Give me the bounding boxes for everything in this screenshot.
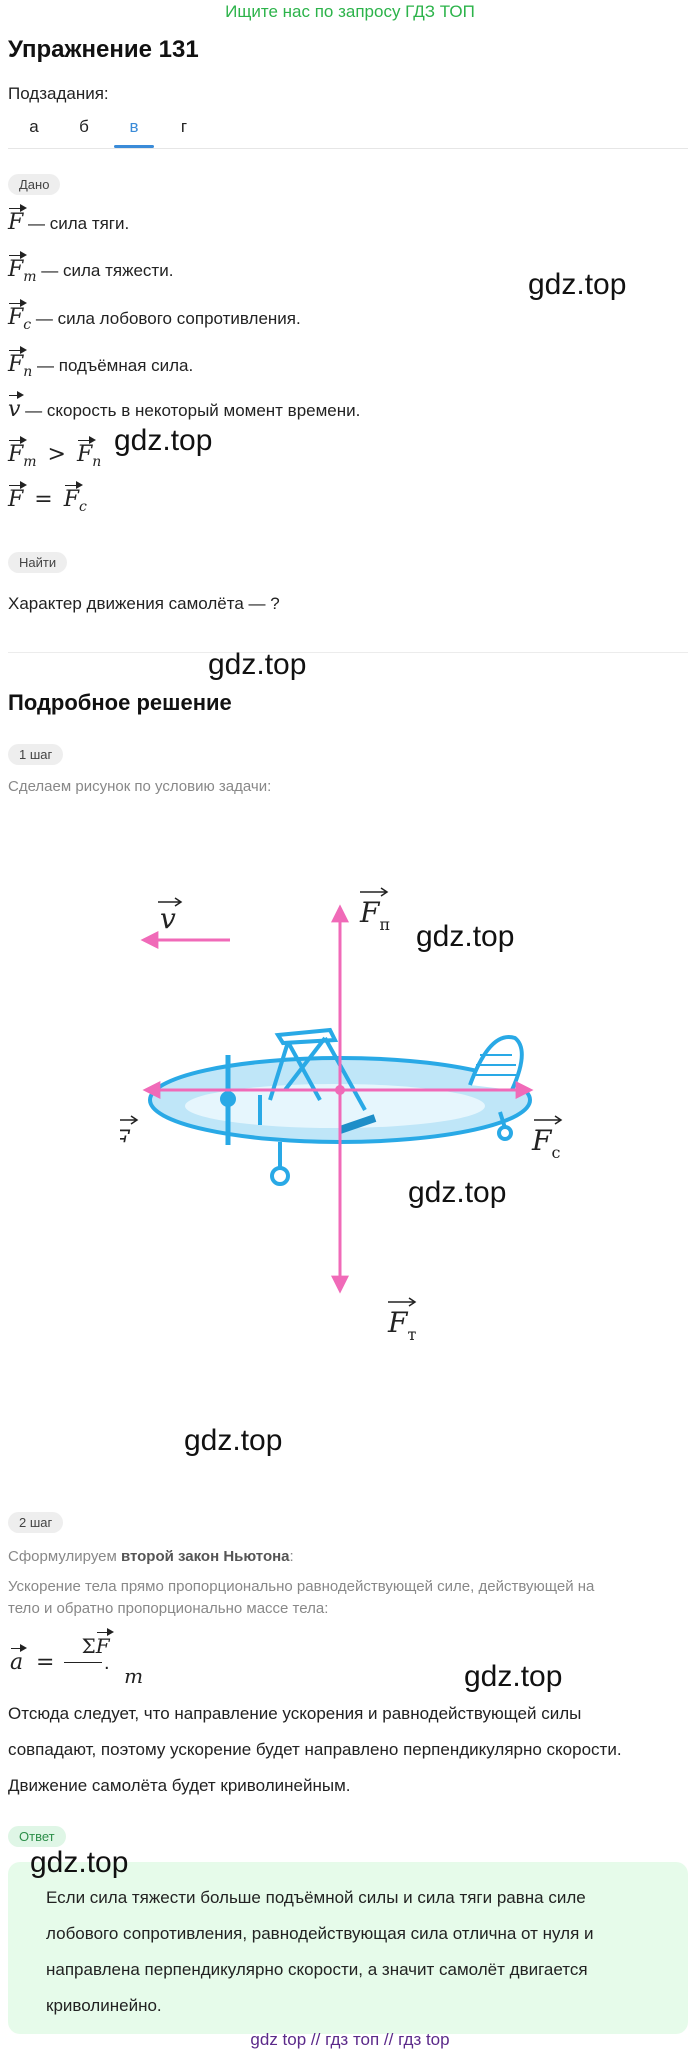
conclusion-line-2: совпадают, поэтому ускорение будет напра… (8, 1740, 622, 1759)
step2-intro: Сформулируем второй закон Ньютона: (8, 1548, 294, 1565)
watermark: gdz.top (184, 1424, 283, 1457)
step1-badge: 1 шаг (8, 744, 64, 765)
answer-box: Если сила тяжести больше подъёмной силы … (8, 1862, 688, 2034)
given-item: v — скорость в некоторый момент времени. (8, 391, 361, 422)
label-gravity: Fт (387, 1306, 416, 1344)
conclusion-line-3: Движение самолёта будет криволинейным. (8, 1776, 351, 1795)
answer-line-3: направлена перпендикулярно скорости, а з… (46, 1960, 588, 1979)
label-lift: Fп (359, 896, 390, 934)
footer-links[interactable]: gdz top // гдз топ // гдз top (250, 2030, 450, 2049)
given-text: — сила тяги. (28, 214, 130, 233)
watermark: gdz.top (408, 1176, 507, 1209)
center-point (335, 1085, 345, 1095)
given-symbol: F (8, 204, 28, 235)
newton-formula: a = ΣF m . (10, 1628, 144, 1688)
answer-badge: Ответ (8, 1826, 66, 1847)
watermark: gdz.top (464, 1660, 563, 1693)
law-line-1: Ускорение тела прямо пропорционально рав… (8, 1578, 595, 1595)
answer-line-2: лобового сопротивления, равнодействующая… (46, 1924, 594, 1943)
label-drag: Fс (531, 1124, 560, 1162)
subtasks-label: Подзадания: (8, 84, 109, 103)
given-item: Fт — сила тяжести. (8, 251, 174, 285)
watermark: gdz.top (208, 648, 307, 681)
watermark: gdz.top (416, 920, 515, 953)
given-text: — сила лобового сопротивления. (35, 309, 301, 328)
divider (8, 652, 688, 653)
label-thrust: F (120, 1124, 131, 1157)
conclusion-line-1: Отсюда следует, что направление ускорени… (8, 1704, 582, 1723)
given-symbol: v (8, 391, 26, 422)
given-symbol: Fс (8, 299, 32, 333)
answer-line-4: криволинейно. (46, 1996, 162, 2015)
given-text: — подъёмная сила. (37, 356, 194, 375)
law-line-2: тело и обратно пропорционально массе тел… (8, 1600, 329, 1617)
top-banner[interactable]: Ищите нас по запросу ГДЗ ТОП (225, 2, 475, 21)
given-item: F — сила тяги. (8, 204, 130, 235)
answer-line-1: Если сила тяжести больше подъёмной силы … (46, 1888, 586, 1907)
given-symbol: Fт (8, 251, 37, 285)
solution-title: Подробное решение (8, 690, 232, 715)
tab-v[interactable]: в (114, 116, 154, 148)
watermark: gdz.top (114, 424, 213, 457)
given-symbol: Fп (8, 346, 33, 380)
subtask-tabs: а б в г (8, 112, 688, 149)
tab-g[interactable]: г (180, 117, 188, 136)
given-text: — сила тяжести. (41, 261, 174, 280)
given-item: Fс — сила лобового сопротивления. (8, 299, 301, 333)
label-velocity: v (160, 902, 176, 935)
watermark: gdz.top (30, 1846, 129, 1879)
watermark: gdz.top (528, 268, 627, 301)
find-text: Характер движения самолёта — ? (8, 594, 280, 613)
relation-eq: F = Fс (8, 481, 87, 515)
find-badge: Найти (8, 552, 68, 573)
given-text: — скорость в некоторый момент времени. (25, 401, 361, 420)
step2-badge: 2 шаг (8, 1512, 64, 1533)
step1-text: Сделаем рисунок по условию задачи: (8, 778, 272, 795)
tab-a[interactable]: а (29, 117, 39, 136)
tab-b[interactable]: б (79, 117, 89, 136)
relation-gt: Fт > Fп (8, 436, 102, 470)
given-badge: Дано (8, 174, 61, 195)
given-item: Fп — подъёмная сила. (8, 346, 194, 380)
airplane-force-diagram: v Fп F Fс Fт (120, 887, 563, 1344)
airplane-drawing (148, 1027, 532, 1186)
page-title: Упражнение 131 (8, 36, 199, 63)
